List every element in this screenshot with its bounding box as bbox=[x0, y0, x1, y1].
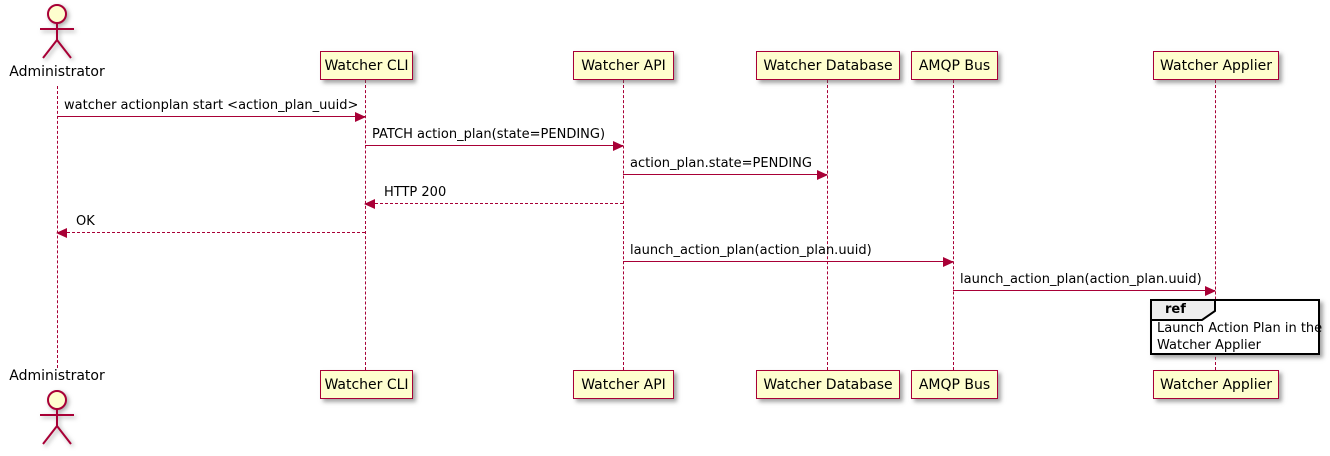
message-label: OK bbox=[76, 214, 95, 229]
actor-administrator-label-top: Administrator bbox=[9, 64, 105, 80]
lifeline-watcher-api bbox=[623, 80, 624, 370]
ref-text-line1: Launch Action Plan in the bbox=[1157, 321, 1323, 336]
message-line bbox=[623, 261, 953, 262]
message-label: action_plan.state=PENDING bbox=[630, 156, 812, 171]
message-line bbox=[623, 174, 827, 175]
participant-top-watcher-api: Watcher API bbox=[573, 51, 674, 80]
actor-administrator-icon bbox=[33, 3, 81, 65]
participant-bottom-watcher-cli: Watcher CLI bbox=[320, 370, 413, 399]
arrowhead-left-icon bbox=[364, 198, 375, 209]
arrowhead-right-icon bbox=[1205, 285, 1216, 296]
message-ok: OK bbox=[56, 212, 365, 238]
actor-administrator-icon-bottom bbox=[33, 387, 81, 453]
message-line bbox=[57, 232, 365, 233]
message-launch-action-plan-applier: launch_action_plan(action_plan.uuid) bbox=[953, 270, 1216, 296]
message-line bbox=[953, 290, 1215, 291]
ref-keyword: ref bbox=[1165, 302, 1186, 317]
participant-bottom-amqp-bus: AMQP Bus bbox=[911, 370, 998, 399]
ref-text: Launch Action Plan in the Watcher Applie… bbox=[1157, 321, 1323, 354]
message-http-200: HTTP 200 bbox=[364, 183, 623, 209]
message-actionplan-start: watcher actionplan start <action_plan_uu… bbox=[57, 96, 366, 122]
lifeline-watcher-cli bbox=[365, 80, 366, 370]
arrowhead-left-icon bbox=[56, 227, 67, 238]
ref-text-line2: Watcher Applier bbox=[1157, 337, 1261, 353]
lifeline-watcher-applier bbox=[1215, 80, 1216, 370]
actor-administrator-label-bottom: Administrator bbox=[9, 368, 105, 384]
message-label: HTTP 200 bbox=[384, 185, 447, 200]
lifeline-watcher-database bbox=[827, 80, 828, 370]
participant-top-amqp-bus: AMQP Bus bbox=[911, 51, 998, 80]
participant-bottom-watcher-database: Watcher Database bbox=[756, 370, 900, 399]
participant-bottom-watcher-applier: Watcher Applier bbox=[1153, 370, 1279, 399]
arrowhead-right-icon bbox=[613, 140, 624, 151]
arrowhead-right-icon bbox=[817, 169, 828, 180]
participant-top-watcher-cli: Watcher CLI bbox=[320, 51, 413, 80]
ref-tab-icon bbox=[1150, 299, 1216, 321]
message-action-plan-state-pending: action_plan.state=PENDING bbox=[623, 154, 828, 180]
lifeline-amqp-bus bbox=[953, 80, 954, 370]
participant-bottom-watcher-api: Watcher API bbox=[573, 370, 674, 399]
message-patch-action-plan: PATCH action_plan(state=PENDING) bbox=[365, 125, 624, 151]
participant-top-watcher-database: Watcher Database bbox=[756, 51, 900, 80]
participant-top-watcher-applier: Watcher Applier bbox=[1153, 51, 1279, 80]
message-line bbox=[57, 116, 365, 117]
ref-fragment: ref Launch Action Plan in the Watcher Ap… bbox=[1150, 299, 1323, 355]
message-label: launch_action_plan(action_plan.uuid) bbox=[960, 272, 1202, 287]
message-label: PATCH action_plan(state=PENDING) bbox=[372, 127, 606, 142]
arrowhead-right-icon bbox=[943, 256, 954, 267]
arrowhead-right-icon bbox=[355, 111, 366, 122]
message-label: watcher actionplan start <action_plan_uu… bbox=[64, 98, 359, 113]
message-line bbox=[365, 145, 623, 146]
message-label: launch_action_plan(action_plan.uuid) bbox=[630, 243, 872, 258]
lifeline-administrator bbox=[57, 86, 58, 368]
message-launch-action-plan-amqp: launch_action_plan(action_plan.uuid) bbox=[623, 241, 954, 267]
message-line bbox=[365, 203, 623, 204]
